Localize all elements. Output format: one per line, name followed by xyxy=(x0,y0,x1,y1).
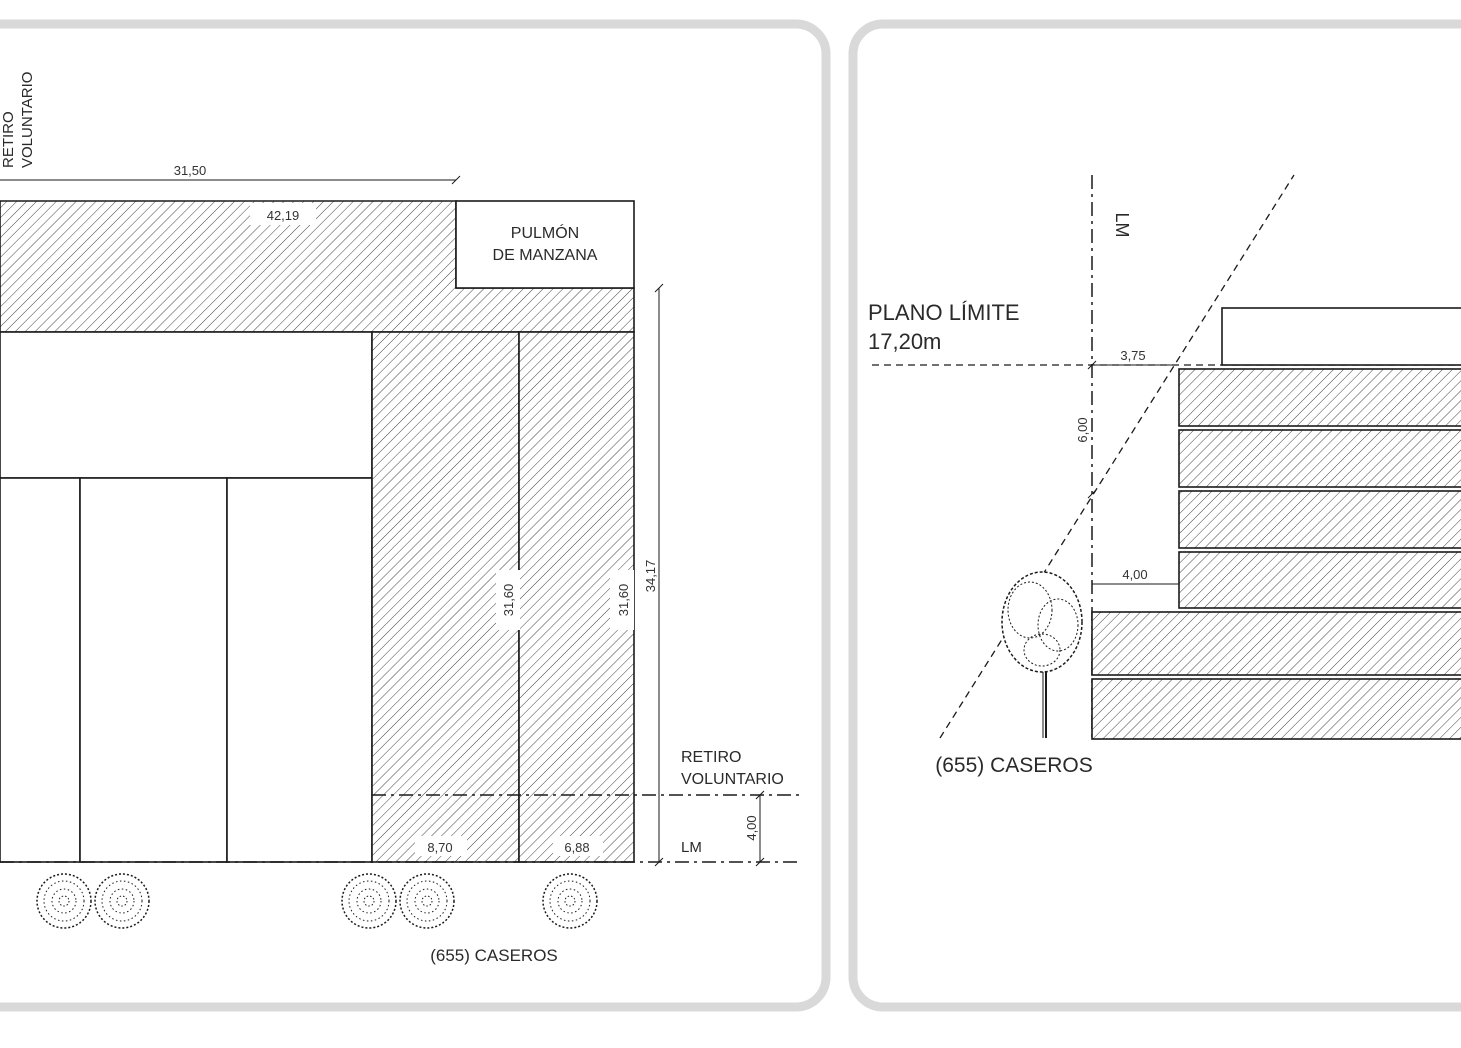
dim-tick-top xyxy=(451,175,461,185)
dim-hatched-bg xyxy=(250,203,316,225)
dim-col2-label: 31,60 xyxy=(616,584,631,617)
dim-top-label: 31,50 xyxy=(174,163,207,178)
lot-3 xyxy=(226,477,373,863)
top-block xyxy=(1221,307,1461,366)
street-label-right: (655) CASEROS xyxy=(935,754,1093,777)
dim-right-label: 34,17 xyxy=(643,560,658,593)
dim-retiro-label: 4,00 xyxy=(744,815,759,840)
shrub-icon xyxy=(399,873,455,929)
retiro-right-label-1: RETIRO xyxy=(681,749,741,766)
floor-1 xyxy=(1091,611,1461,676)
retiro-top-label-2: VOLUNTARIO xyxy=(19,72,36,168)
dim-col2-bg xyxy=(610,570,634,630)
shrub-icon xyxy=(542,873,598,929)
shrub-icon xyxy=(94,873,150,929)
interior-block xyxy=(0,331,373,479)
lot-1 xyxy=(0,477,81,863)
dim-tick-height-bottom xyxy=(1087,489,1097,499)
dim-col1-bg xyxy=(496,570,520,630)
floor-4 xyxy=(1178,429,1461,488)
lm-label-left: LM xyxy=(681,839,702,856)
right-section-panel: LM PLANO LÍMITE 17,20m 3,75 6,00 4,00 xyxy=(848,19,1461,1012)
pulmon-label-1: PULMÓN xyxy=(511,223,579,242)
dim-bottom1-bg xyxy=(415,836,467,856)
pulmon-box xyxy=(455,200,635,289)
dim-setback-low-label: 4,00 xyxy=(1122,567,1147,582)
lm-label-right: LM xyxy=(1112,212,1132,237)
dim-height-label: 6,00 xyxy=(1075,417,1090,442)
left-plan-panel: RETIRO VOLUNTARIO 31,50 42,19 PULMÓN DE … xyxy=(0,19,831,1012)
floor-5 xyxy=(1178,368,1461,427)
shrub-icon xyxy=(36,873,92,929)
street-label-left: (655) CASEROS xyxy=(430,946,558,965)
plano-limite-label-2: 17,20m xyxy=(868,329,941,354)
floor-2 xyxy=(1178,551,1461,609)
right-panel-border xyxy=(848,19,1461,1012)
dim-col1-label: 31,60 xyxy=(501,584,516,617)
pulmon-label-2: DE MANZANA xyxy=(493,247,598,264)
slope-line xyxy=(939,174,1295,739)
dim-tick-right-top xyxy=(654,283,664,293)
shrub-icon xyxy=(341,873,397,929)
retiro-top-label-1: RETIRO xyxy=(0,111,17,168)
retiro-right-label-2: VOLUNTARIO xyxy=(681,771,784,788)
dim-tick-retiro-top xyxy=(755,790,765,800)
floor-ground xyxy=(1091,678,1461,740)
dim-hatched-top-label: 42,19 xyxy=(267,208,300,223)
left-panel-border xyxy=(0,19,831,1012)
plano-limite-label-1: PLANO LÍMITE xyxy=(868,300,1020,325)
tree-icon xyxy=(1001,571,1083,738)
lot-2 xyxy=(79,477,228,863)
dim-setback-top-label: 3,75 xyxy=(1120,348,1145,363)
dim-bottom2-bg xyxy=(553,836,603,856)
dim-tick-height-top xyxy=(1087,360,1097,370)
dim-bottom2-label: 6,88 xyxy=(564,840,589,855)
dim-bottom1-label: 8,70 xyxy=(427,840,452,855)
floor-3 xyxy=(1178,490,1461,549)
